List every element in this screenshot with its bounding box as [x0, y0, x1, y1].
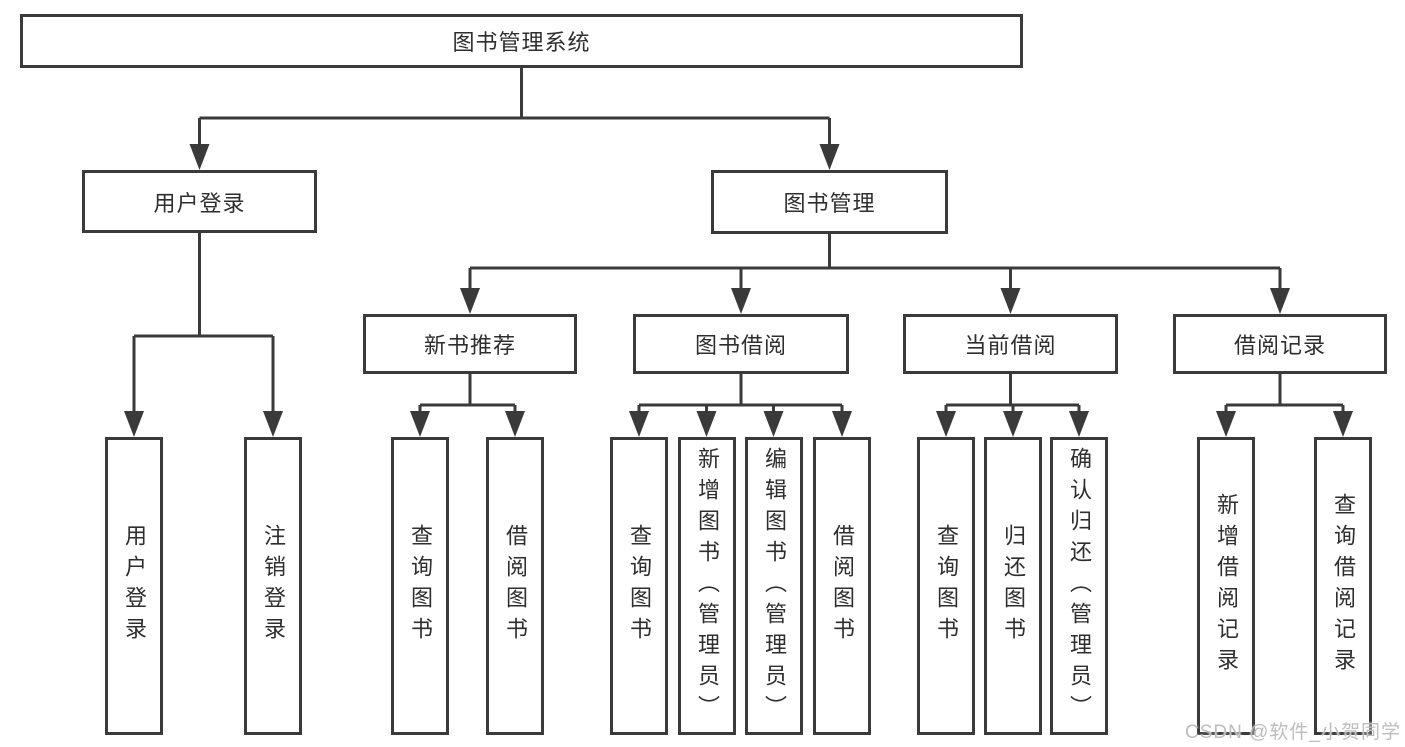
- watermark: CSDN @软件_小贺同学: [1185, 722, 1401, 743]
- leaf-borrow-books-recommend-label: 借阅图书: [503, 524, 528, 648]
- node-current-borrow: 当前借阅: [903, 314, 1118, 374]
- node-book-management-branch: 图书管理: [711, 170, 948, 234]
- leaf-borrow-books-label: 借阅图书: [830, 524, 855, 648]
- node-borrow-records-label: 借阅记录: [1233, 333, 1326, 358]
- leaf-user-login: 用户登录: [105, 437, 163, 735]
- leaf-return-books: 归还图书: [984, 437, 1042, 735]
- node-user-login-branch: 用户登录: [82, 170, 317, 233]
- leaf-query-books-borrow-label: 查询图书: [627, 524, 652, 648]
- leaf-query-books-recommend-label: 查询图书: [408, 524, 433, 648]
- leaf-borrow-books: 借阅图书: [813, 437, 871, 735]
- leaf-query-borrow-record: 查询借阅记录: [1314, 437, 1372, 735]
- leaf-logout-label: 注销登录: [261, 524, 286, 648]
- leaf-add-book-admin-label: 新增图书（管理员）: [695, 446, 720, 726]
- leaf-edit-book-admin-label: 编辑图书（管理员）: [762, 446, 787, 726]
- leaf-query-books-current-label: 查询图书: [934, 524, 959, 648]
- leaf-borrow-books-recommend: 借阅图书: [486, 437, 544, 735]
- node-user-login-branch-label: 用户登录: [153, 190, 246, 216]
- leaf-add-borrow-record: 新增借阅记录: [1197, 437, 1255, 735]
- leaf-query-books-current: 查询图书: [917, 437, 975, 735]
- leaf-query-borrow-record-label: 查询借阅记录: [1331, 493, 1356, 679]
- leaf-confirm-return-admin: 确认归还（管理员）: [1050, 437, 1108, 735]
- node-borrow-records: 借阅记录: [1173, 314, 1387, 374]
- node-root-system-label: 图书管理系统: [452, 30, 591, 55]
- leaf-confirm-return-admin-label: 确认归还（管理员）: [1067, 446, 1092, 726]
- leaf-edit-book-admin: 编辑图书（管理员）: [745, 437, 803, 735]
- leaf-logout: 注销登录: [244, 437, 302, 735]
- node-book-management-branch-label: 图书管理: [783, 191, 876, 216]
- leaf-query-books-borrow: 查询图书: [610, 437, 668, 735]
- leaf-query-books-recommend: 查询图书: [391, 437, 449, 735]
- node-new-book-recommend: 新书推荐: [363, 314, 577, 374]
- leaf-add-book-admin: 新增图书（管理员）: [678, 437, 736, 735]
- node-current-borrow-label: 当前借阅: [964, 333, 1057, 358]
- leaf-user-login-label: 用户登录: [122, 524, 147, 648]
- node-book-borrow-label: 图书借阅: [694, 333, 787, 358]
- node-book-borrow: 图书借阅: [633, 314, 849, 374]
- leaf-return-books-label: 归还图书: [1001, 524, 1026, 648]
- node-new-book-recommend-label: 新书推荐: [423, 333, 516, 358]
- node-root-system: 图书管理系统: [20, 14, 1023, 68]
- leaf-add-borrow-record-label: 新增借阅记录: [1214, 493, 1239, 679]
